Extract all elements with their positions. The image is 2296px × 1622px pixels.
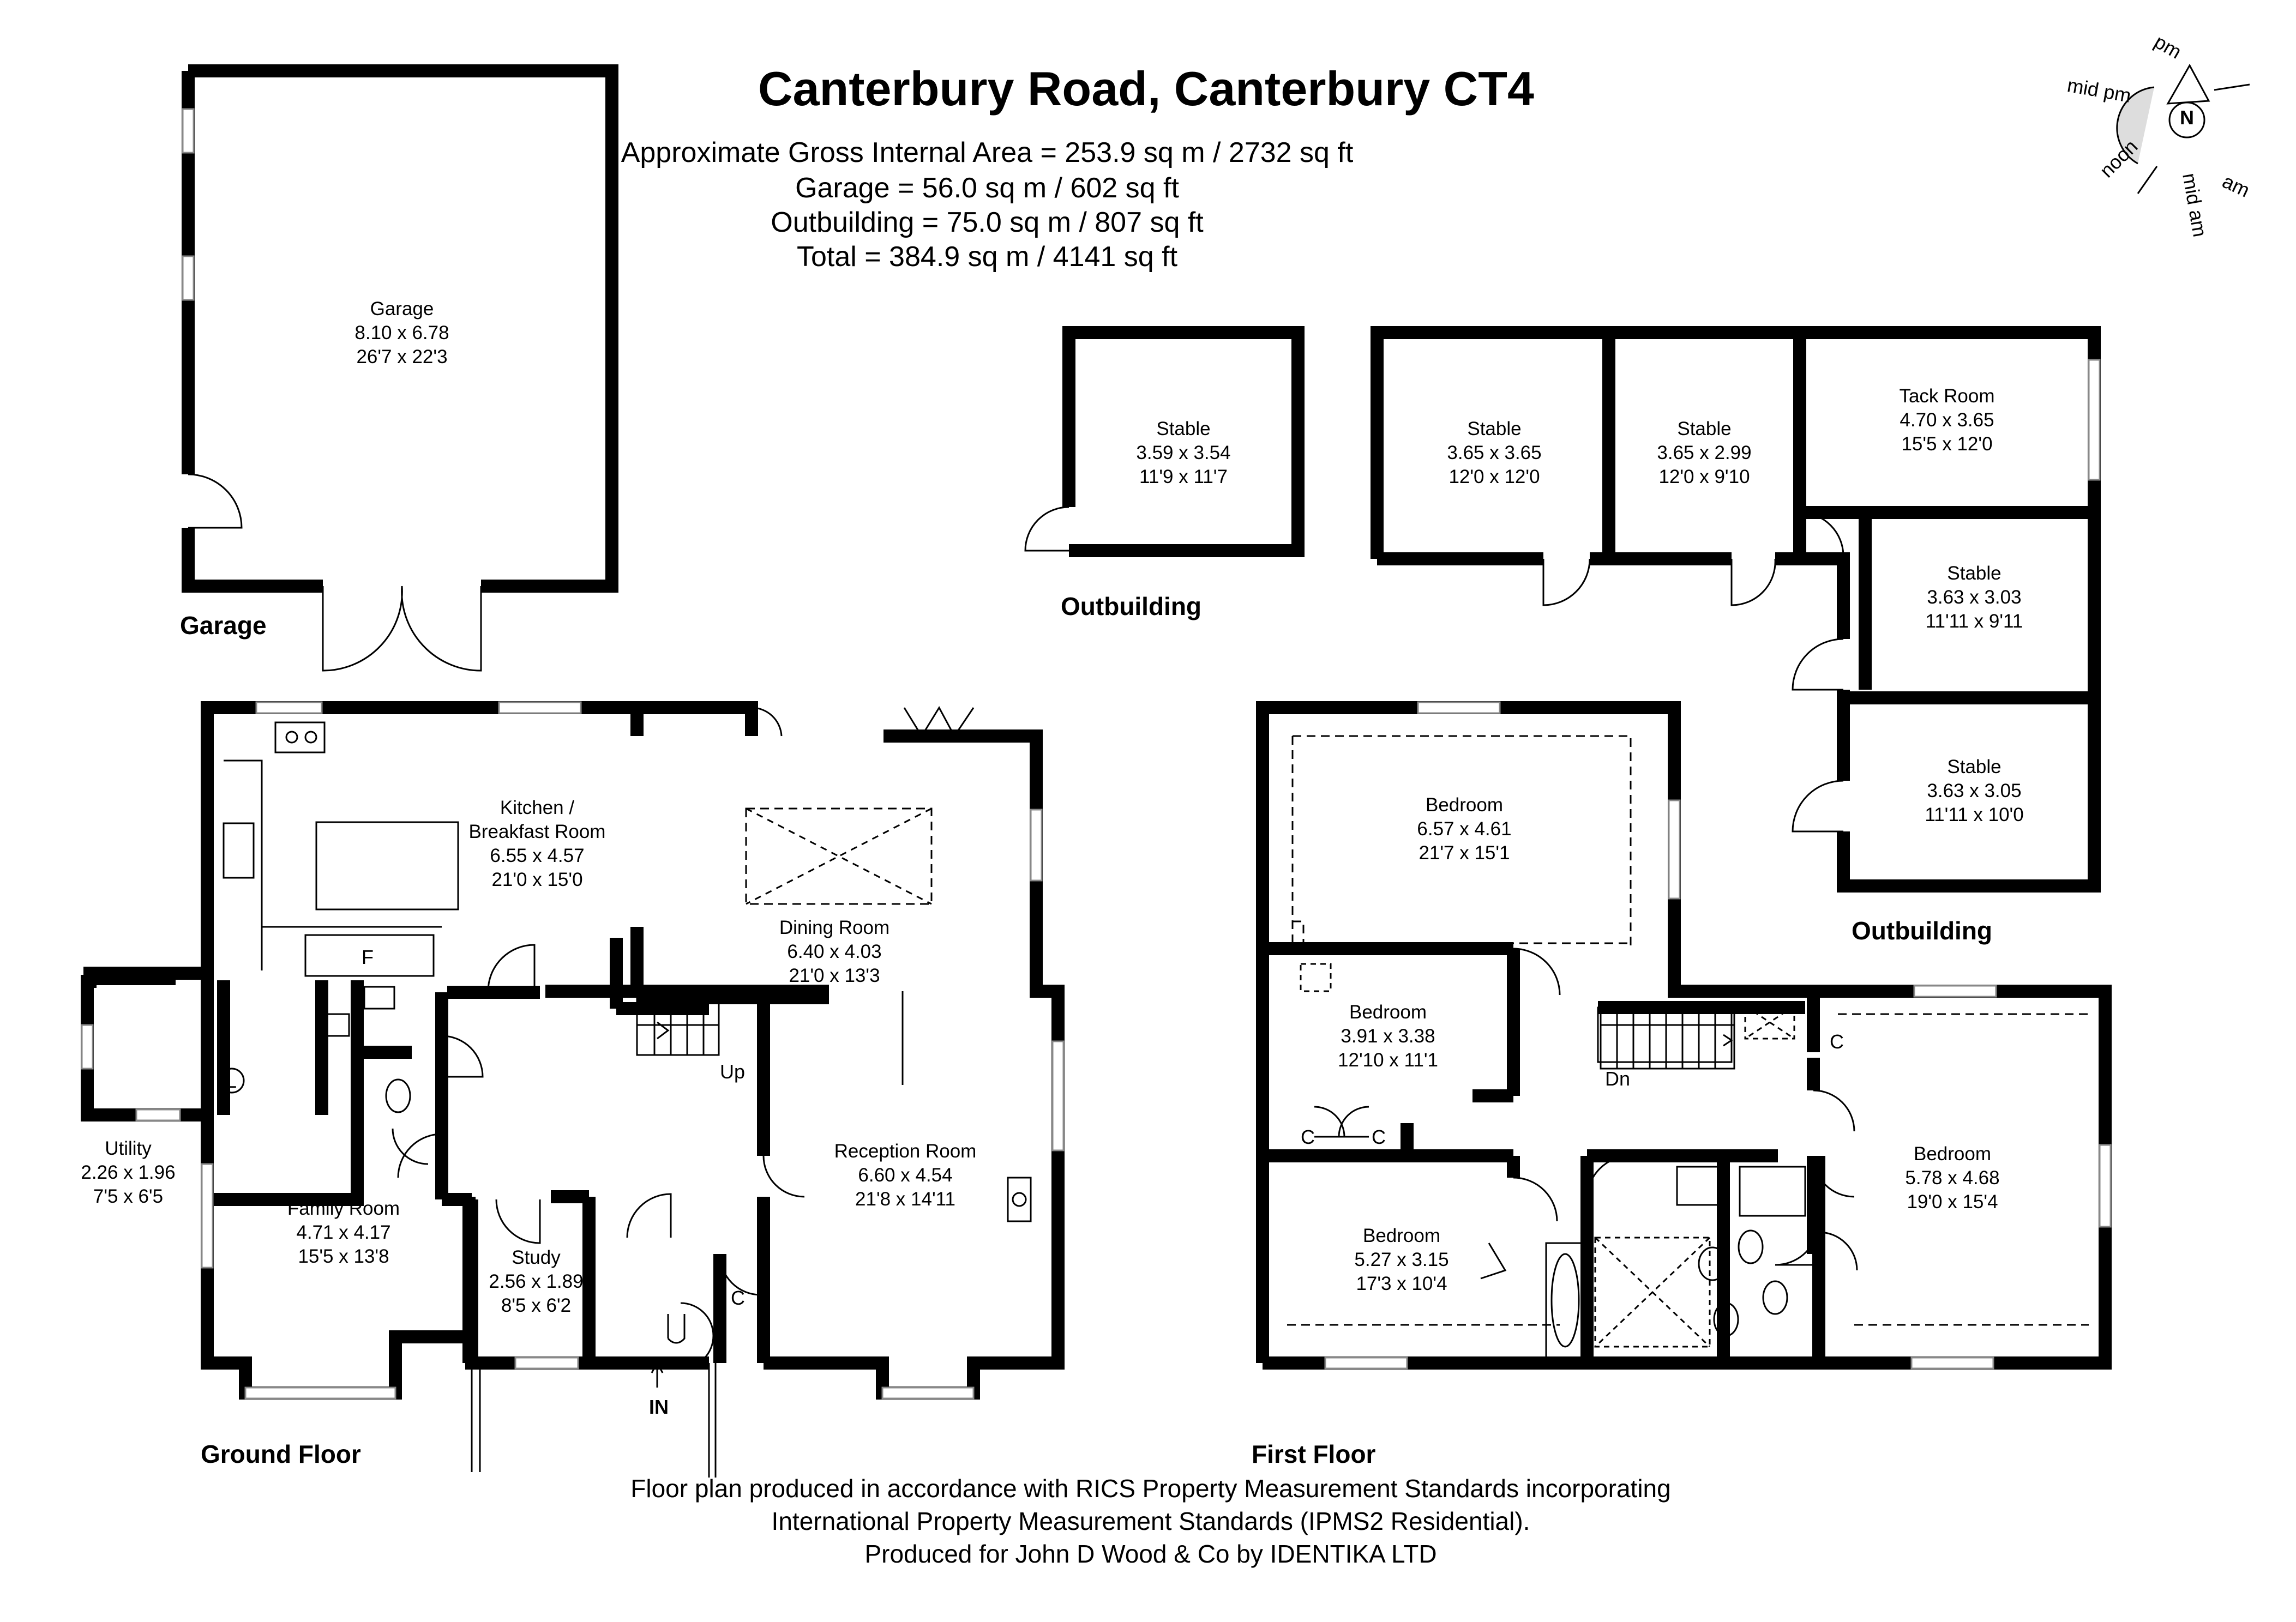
ground-floor-windows [81, 701, 1065, 1400]
area-outbuilding: Outbuilding = 75.0 sq m / 807 sq ft [771, 207, 1204, 238]
page-title: Canterbury Road, Canterbury CT4 [758, 62, 1534, 116]
cupboard-mark-first-2: C [1372, 1126, 1386, 1148]
cupboard-mark-ground: C [731, 1287, 745, 1309]
section-garage: Garage [180, 611, 267, 640]
laundry-mark: L [226, 1070, 237, 1092]
footer-line-1: Floor plan produced in accordance with R… [630, 1474, 1671, 1503]
section-first-floor: First Floor [1252, 1440, 1376, 1468]
outbuilding-2-doors [1542, 511, 1844, 833]
first-floor-doors [1314, 948, 1858, 1280]
compass-rose [2116, 63, 2250, 194]
stairs-down-mark: Dn [1605, 1068, 1631, 1090]
first-floor-windows [1324, 701, 2112, 1370]
stairs-up-mark: Up [720, 1060, 746, 1083]
ground-floor-fixtures [219, 721, 1032, 1222]
outbuilding-1-walls [1062, 326, 1305, 557]
footer-line-3: Produced for John D Wood & Co by IDENTIK… [864, 1540, 1437, 1568]
tack-room-window [2088, 359, 2101, 481]
garage-doors [188, 473, 482, 672]
first-floor-stairs [1597, 1006, 1733, 1063]
ground-floor-doors [392, 706, 975, 1478]
garage-windows [182, 108, 195, 301]
area-total: Total = 384.9 sq m / 4141 sq ft [796, 241, 1178, 273]
stable-a-door [1024, 506, 1069, 552]
outbuilding-2-walls [1371, 326, 2101, 893]
section-outbuilding-1: Outbuilding [1061, 592, 1202, 620]
compass-north-label: N [2180, 106, 2194, 129]
fridge-mark: F [362, 946, 374, 968]
area-gross: Approximate Gross Internal Area = 253.9 … [621, 137, 1354, 168]
cupboard-mark-first-1: C [1301, 1126, 1315, 1148]
section-ground-floor: Ground Floor [201, 1440, 361, 1468]
cupboard-mark-first-3: C [1830, 1030, 1844, 1053]
section-outbuilding-2: Outbuilding [1852, 916, 1993, 945]
entrance-mark: IN [649, 1396, 669, 1418]
footer-line-2: International Property Measurement Stand… [771, 1507, 1530, 1535]
ground-floor-stairs [636, 997, 720, 1056]
area-garage: Garage = 56.0 sq m / 602 sq ft [795, 172, 1179, 204]
first-floor-fixtures [1287, 735, 2089, 1359]
